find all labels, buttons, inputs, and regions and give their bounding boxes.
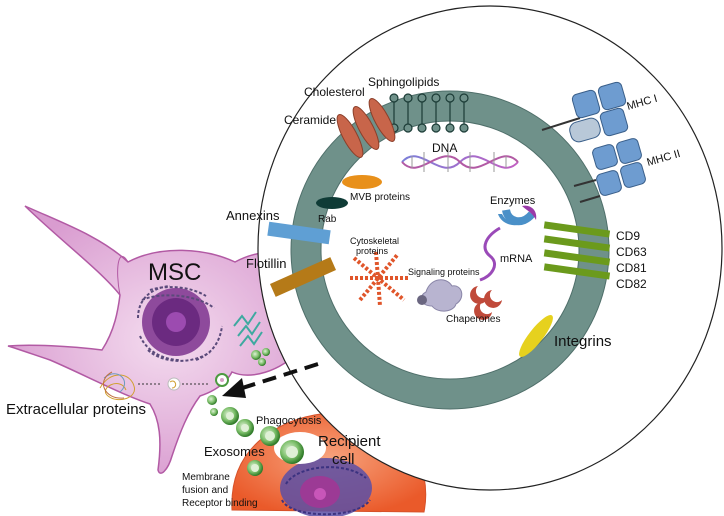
label-receptor-binding: Receptor binding [182,498,258,509]
lipid-bilayer [389,93,469,133]
label-exosomes: Exosomes [204,444,265,459]
extracellular-protein-tangle [99,371,210,401]
mvb-protein [342,175,382,189]
recipient-cell [231,412,427,516]
integrin [519,315,553,357]
label-cd81: CD81 [616,261,647,275]
label-flotillin: Flotillin [246,256,286,271]
chaperones [470,286,502,320]
label-signaling-proteins: Signaling proteins [408,267,480,277]
label-recipient: Recipient [318,433,381,450]
label-cd82: CD82 [616,277,647,291]
label-cholesterol: Cholesterol [304,85,365,99]
text-labels: MSC Extracellular proteins Exosomes Phag… [6,75,682,509]
zoom-ellipse [257,5,723,491]
label-phagocytosis: Phagocytosis [256,415,322,427]
label-dna: DNA [432,141,457,155]
label-integrins: Integrins [554,333,612,350]
exosome-vesicles [207,395,304,476]
label-mvb-proteins: MVB proteins [350,192,410,203]
msc-vesicles [215,348,270,387]
label-cd63: CD63 [616,245,647,259]
label-extracellular-proteins: Extracellular proteins [6,401,146,418]
signaling-proteins [417,279,463,312]
flotillin-bar [270,257,336,297]
mhc1-complex [541,81,629,143]
label-cytoskeletal-proteins: proteins [356,246,389,256]
mhc2-complex [573,138,646,203]
label-mrna: mRNA [500,253,533,265]
label-rab: Rab [318,214,337,225]
label-msc: MSC [148,259,201,286]
cytoskeletal-proteins [350,251,410,307]
msc-nucleus [137,285,223,362]
label-chaperones: Chaperones [446,314,500,325]
msc-mitochondria [233,311,263,347]
label-fusion-and: fusion and [182,485,228,496]
rab-protein [316,197,348,209]
zoom-arrow [222,362,319,398]
label-annexins: Annexins [226,208,280,223]
dna-helix [401,152,519,172]
label-sphingolipids: Sphingolipids [368,75,439,89]
label-cytoskeletal: Cytoskeletal [350,236,399,246]
mrna-strand [479,226,501,282]
annexin-bar [267,221,331,245]
label-cell: cell [332,451,355,468]
tetraspanins [543,221,611,280]
label-ceramide: Ceramide [284,113,336,127]
enzymes [498,205,537,226]
label-enzymes: Enzymes [490,195,536,207]
label-membrane: Membrane [182,472,230,483]
cholesterol-ceramide [336,98,396,158]
label-cd9: CD9 [616,229,640,243]
